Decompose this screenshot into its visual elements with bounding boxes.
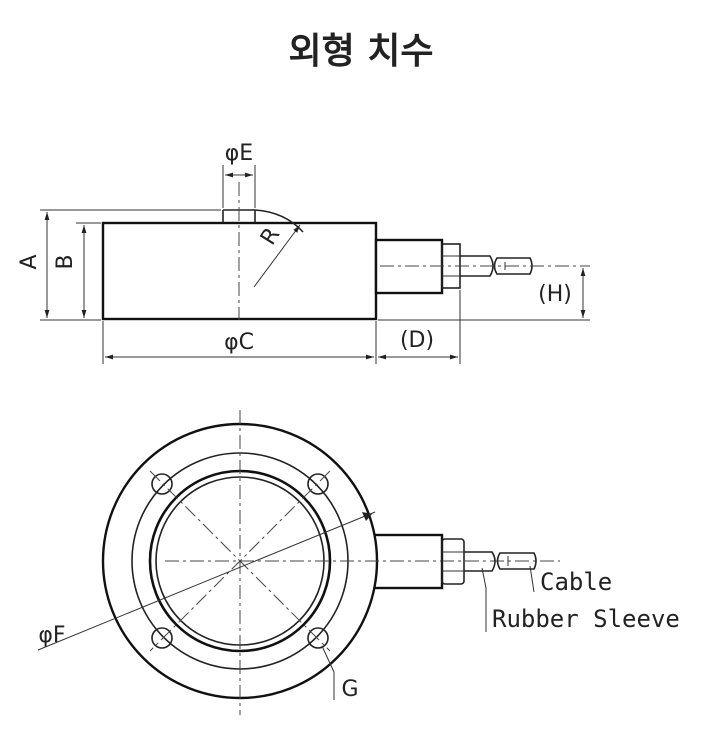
phi-e-label: φE xyxy=(225,141,253,166)
radius-leader xyxy=(253,224,301,288)
side-view: φE R A B (H) φC (D) xyxy=(17,141,590,364)
g-leader-diag xyxy=(321,645,335,673)
h-label: (H) xyxy=(538,282,572,307)
page-title: 외형 치수 xyxy=(288,31,434,72)
diagonal-centerline-2 xyxy=(149,470,331,652)
cable-top xyxy=(496,552,537,570)
top-view: φF G Cable Rubber Sleeve xyxy=(37,410,680,715)
mounting-hole xyxy=(307,473,329,495)
phi-f-arrow xyxy=(362,512,372,521)
mounting-hole xyxy=(307,627,329,649)
a-label: A xyxy=(17,254,42,269)
cable-side xyxy=(493,257,533,275)
connector-nut-top xyxy=(441,538,465,585)
mounting-hole xyxy=(151,473,173,495)
d-label: (D) xyxy=(400,328,434,353)
b-label: B xyxy=(53,254,78,269)
cable-label: Cable xyxy=(540,568,612,596)
mounting-holes xyxy=(151,473,329,649)
g-label: G xyxy=(341,677,358,702)
phi-f-label: φF xyxy=(38,623,65,648)
mounting-hole xyxy=(151,627,173,649)
rubber-sleeve-top xyxy=(464,551,496,572)
phi-c-label: φC xyxy=(224,330,254,355)
cable-leader xyxy=(529,565,535,593)
rubber-sleeve-label: Rubber Sleeve xyxy=(492,605,680,633)
rubber-sleeve-leader-diag xyxy=(481,567,487,589)
phi-f-leader xyxy=(37,511,376,651)
